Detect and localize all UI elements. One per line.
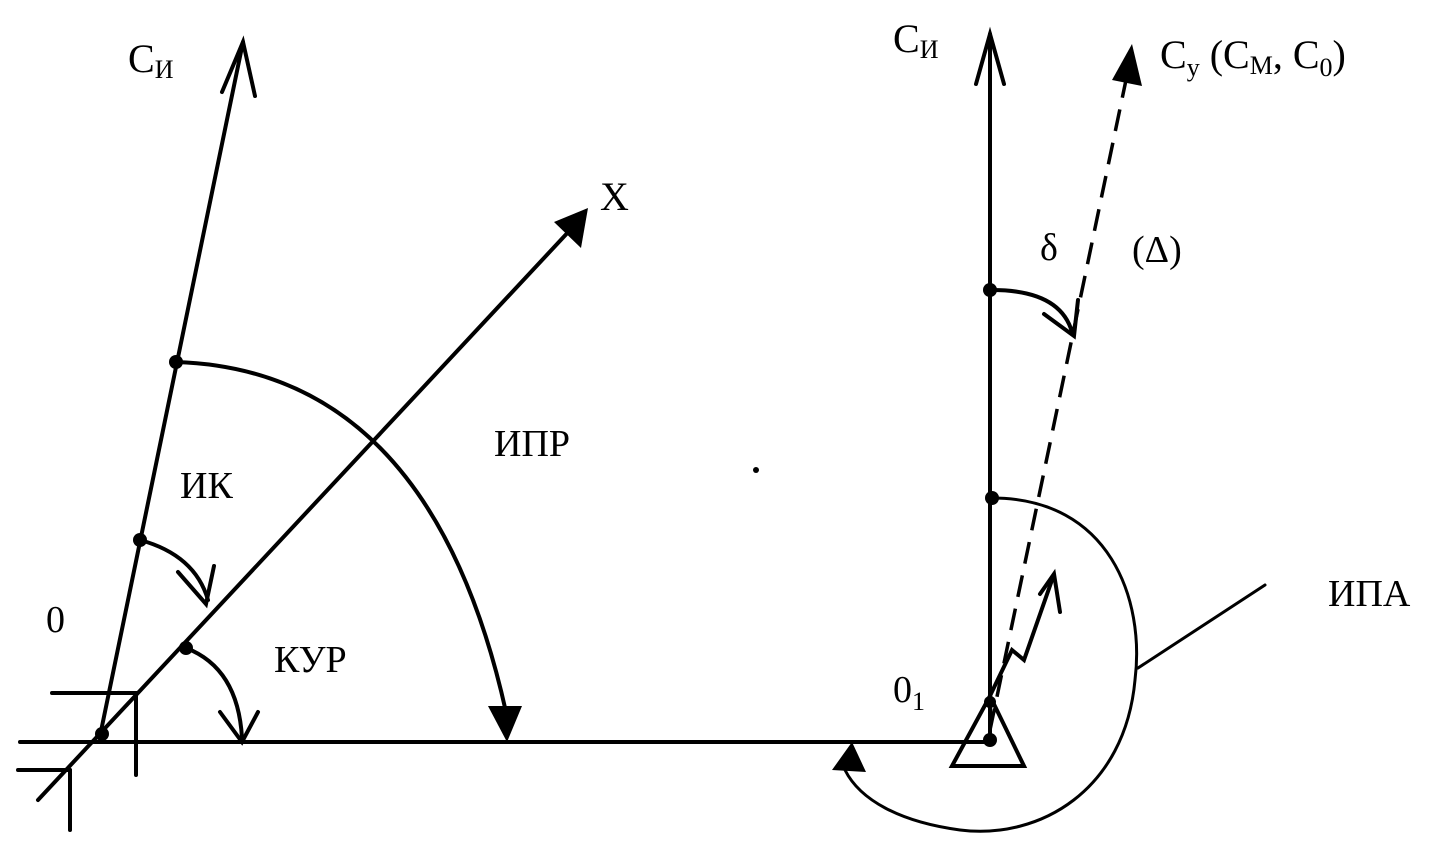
point-ik-start <box>133 533 147 547</box>
ipr-arc <box>174 360 508 714</box>
heading-axis-x <box>36 226 574 802</box>
label-true-north-left: СИ <box>128 36 174 84</box>
radio-station-triangle <box>948 691 1028 768</box>
label-other-north: Су (СМ, С0) <box>1160 32 1346 82</box>
kur-arc-arrowhead <box>218 710 260 746</box>
label-origin-right: 01 <box>893 669 925 716</box>
signal-zigzag <box>986 578 1054 702</box>
label-axis-x: X <box>600 174 629 219</box>
ik-arc <box>138 538 210 602</box>
point-ipr-start <box>169 355 183 369</box>
label-origin: 0 <box>46 599 65 641</box>
label-delta-paren: (Δ) <box>1132 229 1182 271</box>
delta-arc <box>990 288 1074 334</box>
true-north-arrowhead-right <box>974 26 1006 86</box>
ipa-arc-arrowhead <box>832 742 866 772</box>
label-ipr: ИПР <box>494 423 570 465</box>
true-north-arrowhead-left <box>220 35 257 98</box>
label-true-north-right: СИ <box>893 16 939 64</box>
label-delta: δ <box>1040 227 1058 269</box>
point-station-top <box>984 696 996 708</box>
point-station <box>983 733 997 747</box>
heading-axis-arrowhead <box>554 208 588 248</box>
point-delta-start <box>983 283 997 297</box>
ipa-arc <box>843 496 1139 833</box>
label-ipa: ИПА <box>1328 573 1411 615</box>
other-north-dashed-line <box>988 79 1128 731</box>
delta-arc-arrowhead <box>1042 298 1080 340</box>
ipa-leader-line <box>1136 583 1267 670</box>
label-ik: ИК <box>180 465 233 507</box>
point-origin <box>95 727 109 741</box>
point-ipa-start <box>985 491 999 505</box>
true-north-line-left <box>98 40 245 738</box>
kur-arc <box>184 646 244 740</box>
label-kur: КУР <box>274 639 347 681</box>
ipr-arc-arrowhead <box>488 706 522 742</box>
point-kur-start <box>179 641 193 655</box>
other-north-arrowhead <box>1112 44 1142 86</box>
aircraft-symbol <box>50 691 138 777</box>
signal-zigzag-arrowhead <box>1038 568 1062 614</box>
ik-arc-arrowhead <box>176 564 216 609</box>
stray-dot <box>753 467 759 473</box>
